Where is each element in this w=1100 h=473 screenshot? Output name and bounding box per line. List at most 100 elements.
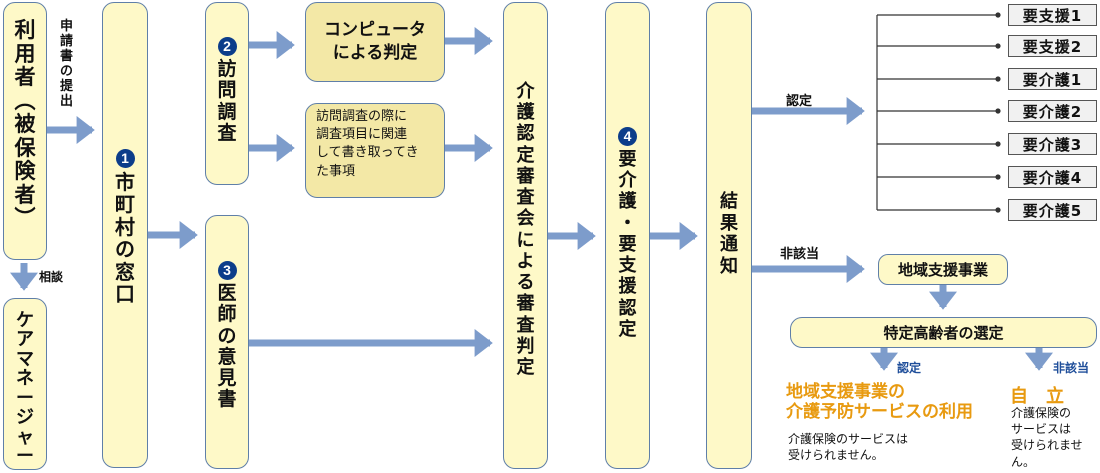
vertical-char: 通: [720, 234, 738, 256]
vertical-char: 師: [217, 303, 237, 326]
survey-notes-line: 調査項目に関連: [316, 127, 408, 143]
not-applicable-label: 非該当: [780, 247, 820, 262]
step-2-badge: 2: [217, 37, 237, 56]
vertical-char: 意: [217, 345, 237, 368]
visit-survey-box: 2 訪問調査: [205, 2, 249, 185]
vertical-char: 問: [217, 79, 237, 102]
survey-notes-line: 訪問調査の際に: [316, 109, 408, 124]
not-applicable-label-2: 非該当: [1053, 361, 1090, 375]
vertical-char: ー: [16, 387, 34, 409]
vertical-char: の: [115, 237, 135, 262]
vertical-char: 者: [14, 182, 36, 207]
review-board-box: 介護認定審査会による審査判定: [503, 2, 548, 469]
step-3-badge: 3: [217, 261, 237, 280]
grade-support-2: 要支援2: [1008, 35, 1097, 57]
certification-label: 4 要介護・要支援認定: [606, 127, 649, 340]
prevention-title-line1: 地域支援事業の: [786, 382, 905, 402]
grade-care-2: 要介護2: [1008, 100, 1097, 122]
survey-notes-line: して書き取ってき: [316, 145, 419, 161]
vertical-char: 援: [618, 276, 637, 298]
vertical-char: 支: [618, 255, 637, 277]
vertical-char: 保: [14, 135, 36, 160]
vertical-char: 書: [60, 48, 74, 64]
survey-notes-line: た事項: [316, 163, 356, 179]
grade-care-4: 要介護4: [1008, 166, 1097, 188]
vertical-char: 村: [115, 214, 135, 239]
submit-application-label: 申請書の提出: [60, 19, 74, 110]
independent-note-line3: 受けられません。: [1011, 438, 1083, 469]
vertical-char: 会: [516, 208, 535, 230]
visit-survey-label: 2 訪問調査: [206, 37, 248, 144]
prevention-note-line1: 介護保険のサービスは: [788, 432, 909, 446]
vertical-char: 訪: [217, 58, 237, 80]
vertical-char: よ: [516, 250, 535, 272]
vertical-char: 査: [516, 187, 535, 209]
vertical-char: 定: [516, 357, 535, 379]
grade-care-5: 要介護5: [1008, 199, 1097, 221]
vertical-char: ャ: [16, 426, 34, 448]
consult-label: 相談: [39, 270, 64, 284]
vertical-char: の: [60, 63, 74, 79]
certified-label-2: 認定: [897, 361, 922, 375]
grade-care-3: 要介護3: [1008, 133, 1097, 155]
vertical-char: 者: [14, 65, 36, 90]
care-manager-box: ケアマネージャー: [3, 298, 47, 470]
vertical-char: 出: [60, 93, 74, 109]
independent-note-line2: サービスは: [1011, 422, 1072, 437]
vertical-char: 請: [60, 33, 74, 49]
user-label: 利用者︵被保険者︶: [4, 18, 46, 231]
vertical-char: る: [516, 272, 535, 294]
vertical-char: 結: [720, 191, 738, 212]
vertical-char: 審: [516, 165, 535, 187]
vertical-char: 認: [618, 297, 637, 319]
vertical-char: マ: [16, 348, 34, 370]
vertical-char: 査: [217, 121, 237, 144]
prevention-title: 地域支援事業の 介護予防サービスの利用: [786, 382, 973, 423]
vertical-char: 審: [516, 293, 535, 315]
certified-label: 認定: [786, 94, 813, 109]
vertical-char: 果: [720, 212, 738, 234]
vertical-char: ︵: [14, 88, 36, 113]
vertical-char: ・: [618, 212, 637, 234]
vertical-char: に: [516, 229, 535, 251]
vertical-char: 認: [516, 123, 535, 145]
specific-elderly-box: 特定高齢者の選定: [790, 317, 1097, 348]
vertical-char: ︶: [14, 206, 36, 231]
step-1-badge: 1: [115, 149, 135, 168]
vertical-char: 知: [720, 255, 738, 277]
vertical-char: 用: [14, 41, 36, 66]
vertical-char: 査: [516, 314, 535, 336]
review-board-label: 介護認定審査会による審査判定: [504, 81, 547, 378]
care-manager-label: ケアマネージャー: [4, 311, 46, 467]
user-box: 利用者︵被保険者︶: [3, 2, 47, 260]
vertical-char: 護: [516, 102, 535, 124]
survey-notes-box: 訪問調査の際に 調査項目に関連 して書き取ってき た事項: [305, 103, 445, 198]
vertical-char: 定: [516, 144, 535, 166]
vertical-char: 口: [115, 281, 135, 306]
vertical-char: 介: [618, 170, 637, 192]
vertical-char: 見: [217, 367, 237, 390]
vertical-char: の: [217, 324, 237, 347]
municipal-box: 1 市町村の窓口: [102, 2, 148, 468]
vertical-char: 要: [618, 149, 637, 170]
vertical-char: ア: [16, 329, 34, 351]
community-support-box: 地域支援事業: [878, 254, 1008, 285]
computer-judgement-line1: コンピュータ: [324, 20, 426, 41]
vertical-char: 窓: [115, 259, 135, 284]
prevention-note: 介護保険のサービスは 受けられません。: [788, 431, 908, 463]
vertical-char: 書: [217, 388, 237, 411]
result-notice-label: 結果通知: [707, 191, 751, 277]
prevention-note-line2: 受けられません。: [788, 448, 884, 463]
vertical-char: 険: [14, 159, 36, 184]
independent-title: 自 立: [1010, 386, 1064, 407]
municipal-label: 1 市町村の窓口: [103, 149, 147, 305]
vertical-char: ケ: [16, 310, 34, 331]
computer-judgement-box: コンピュータ による判定: [305, 2, 445, 82]
result-notice-box: 結果通知: [706, 2, 752, 469]
vertical-char: 提: [60, 78, 74, 94]
vertical-char: ネ: [16, 368, 34, 390]
grade-connector: [876, 12, 1001, 213]
vertical-char: ー: [16, 446, 34, 468]
vertical-char: 町: [115, 192, 135, 217]
